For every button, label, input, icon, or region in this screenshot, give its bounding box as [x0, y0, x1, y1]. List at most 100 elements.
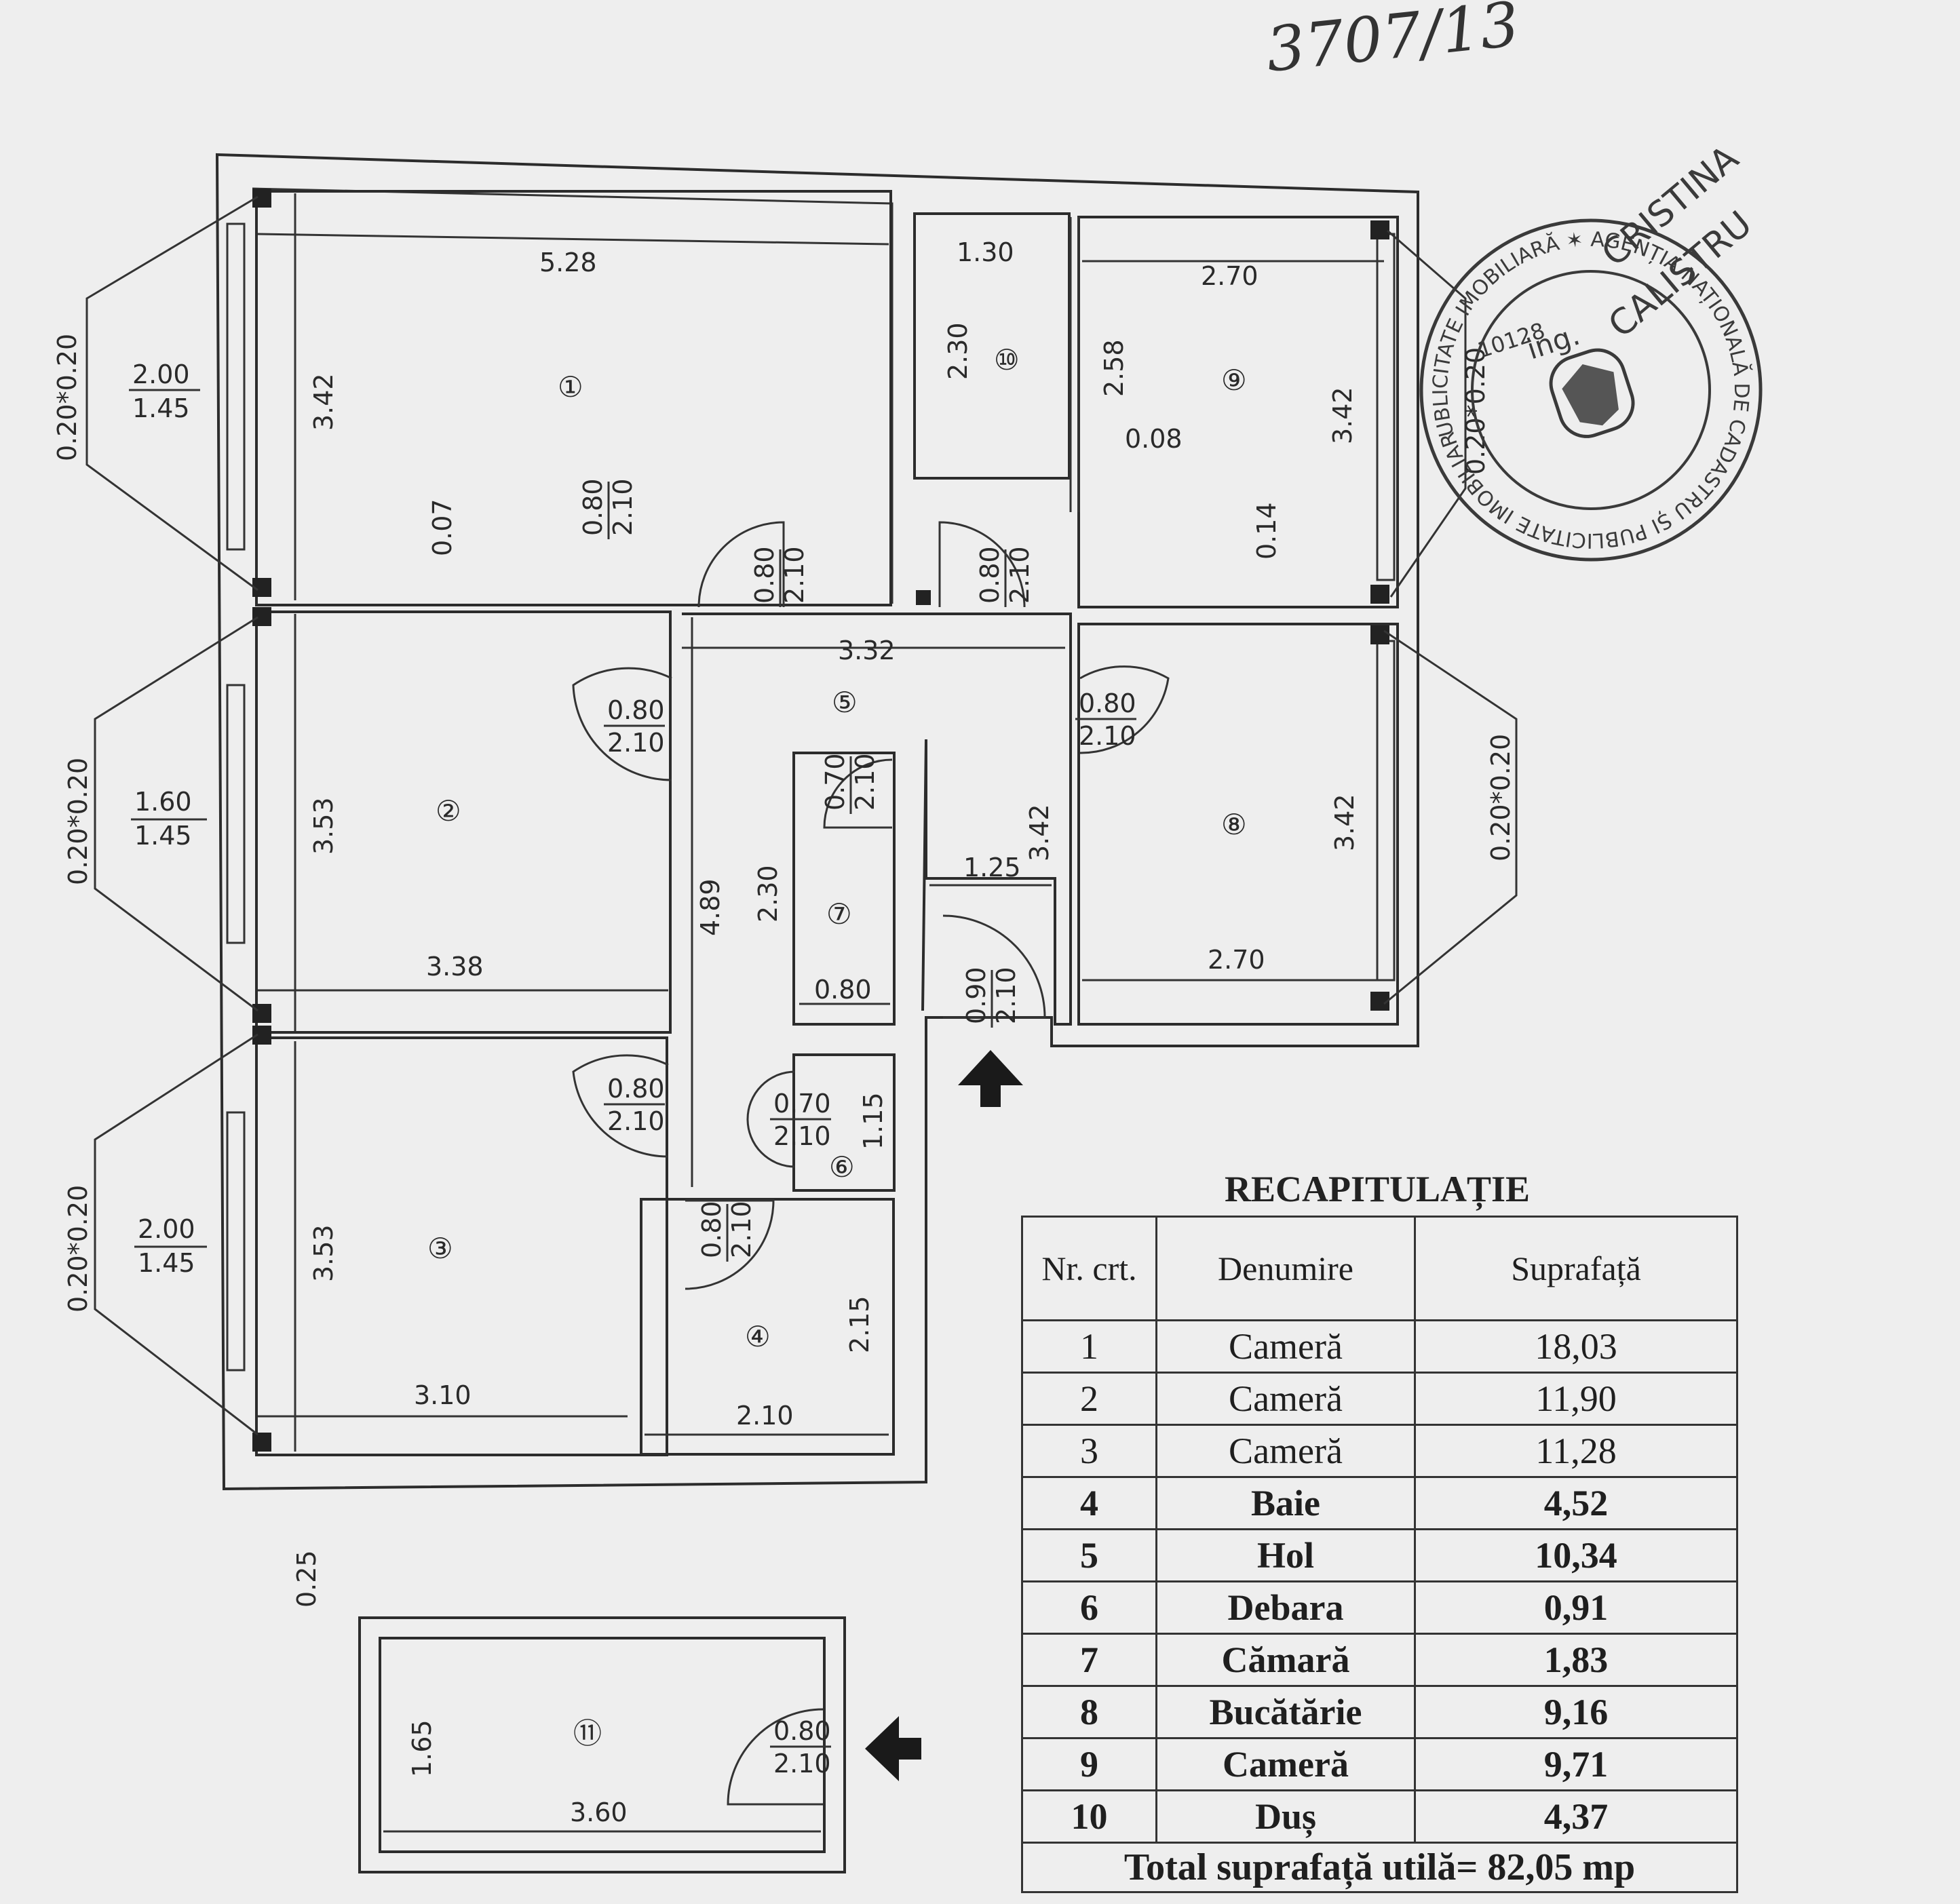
window-3-bottom: 1.45 — [138, 1248, 195, 1278]
row-name: Duș — [1155, 1789, 1416, 1844]
svg-text:2.10: 2.10 — [1005, 546, 1035, 604]
door-label-room-7: 0.70 2.10 — [820, 753, 880, 814]
row-nr: 6 — [1021, 1580, 1157, 1635]
stamp-coat-of-arms-icon — [1549, 348, 1635, 438]
svg-text:0.80: 0.80 — [607, 695, 665, 725]
dim-r1-width: 5.28 — [539, 248, 597, 277]
svg-text:2.10: 2.10 — [780, 546, 809, 604]
door-room-3-arc — [572, 1054, 669, 1158]
window-2-top: 1.60 — [134, 787, 192, 817]
row-nr: 9 — [1021, 1737, 1157, 1791]
door-label-room-8: 0.80 2.10 — [1075, 688, 1136, 751]
dim-r5-inner: 1.25 — [963, 853, 1021, 882]
table-row: 9 Cameră 9,71 — [1021, 1737, 1738, 1791]
pillar — [1370, 625, 1389, 644]
callout-window-1 — [85, 195, 258, 591]
row-nr: 10 — [1021, 1789, 1157, 1844]
door-label-room-1: 0.80 2.10 — [578, 478, 638, 539]
row-area: 18,03 — [1414, 1319, 1738, 1374]
dim-r2-height: 3.53 — [309, 797, 339, 855]
svg-text:0.80: 0.80 — [607, 1074, 665, 1104]
window-3-pillar: 0.20*0.20 — [63, 1185, 93, 1313]
stamp-eagle-icon — [1562, 364, 1619, 426]
room-number-5: ⑤ — [832, 686, 858, 719]
dim-r7-width: 0.80 — [814, 975, 872, 1005]
window-8-pillar: 0.20*0.20 — [1486, 734, 1516, 861]
row-name: Baie — [1155, 1476, 1416, 1530]
dim-r4-height: 2.15 — [845, 1296, 875, 1353]
table-row: 1 Cameră 18,03 — [1021, 1319, 1738, 1374]
dim-r3-width: 3.10 — [414, 1380, 472, 1410]
row-area: 11,90 — [1414, 1372, 1738, 1426]
row-nr: 3 — [1021, 1424, 1157, 1478]
dim-r1-wall: 0.07 — [427, 499, 457, 556]
room-number-3: ③ — [427, 1232, 453, 1265]
svg-text:0.70: 0.70 — [773, 1089, 831, 1119]
pillar — [252, 607, 271, 626]
svg-text:2.10: 2.10 — [773, 1749, 831, 1779]
table-row: 4 Baie 4,52 — [1021, 1476, 1738, 1530]
row-name: Cameră — [1155, 1372, 1416, 1426]
door-label-hall-top-right: 0.80 2.10 — [975, 546, 1035, 607]
callout-window-3 — [94, 1033, 258, 1436]
window-room-9 — [1376, 233, 1396, 581]
recap-header-row: Nr. crt. Denumire Suprafață — [1021, 1216, 1738, 1321]
door-room-7-arc — [823, 758, 893, 829]
row-nr: 1 — [1021, 1319, 1157, 1374]
row-nr: 7 — [1021, 1633, 1157, 1687]
room-7-outline — [792, 752, 896, 1026]
room-number-1: ① — [558, 370, 583, 404]
row-name: Cămară — [1155, 1633, 1416, 1687]
room-number-4: ④ — [745, 1320, 771, 1353]
svg-text:0.90: 0.90 — [961, 967, 991, 1024]
door-label-entrance: 0.90 2.10 — [961, 967, 1021, 1028]
row-name: Debara — [1155, 1580, 1416, 1635]
svg-text:2.10: 2.10 — [607, 728, 665, 758]
room-11-inner — [379, 1637, 826, 1853]
svg-text:2.10: 2.10 — [1079, 721, 1136, 751]
room-number-9: ⑨ — [1221, 364, 1247, 397]
dim-r9-height: 2.58 — [1099, 339, 1129, 397]
dim-r11-width: 3.60 — [570, 1798, 628, 1827]
stamp-outer-ring — [1419, 218, 1763, 562]
svg-text:2.10: 2.10 — [608, 478, 638, 536]
dim-r5-right: 3.42 — [1024, 804, 1054, 861]
door-room-8-arc — [1079, 665, 1170, 754]
svg-text:2.10: 2.10 — [773, 1121, 831, 1151]
callout-window-9 — [1387, 229, 1467, 598]
door-room-1-arc — [697, 521, 785, 608]
room-number-6: ⑥ — [829, 1150, 855, 1184]
row-name: Bucătărie — [1155, 1685, 1416, 1739]
row-area: 0,91 — [1414, 1580, 1738, 1635]
svg-text:0.80: 0.80 — [975, 546, 1005, 604]
header-name: Denumire — [1155, 1216, 1416, 1321]
door-room-2-arc — [572, 667, 672, 781]
dim-r4-width: 2.10 — [736, 1401, 794, 1431]
room-11-outer — [358, 1616, 846, 1873]
dim-r9-wall: 0.14 — [1252, 502, 1282, 560]
room-number-11: ⑪ — [573, 1717, 602, 1750]
dim-r11-height: 1.65 — [407, 1720, 437, 1777]
room-4-outline — [640, 1198, 895, 1456]
total-area: Total suprafață utilă= 82,05 mp — [1021, 1842, 1738, 1893]
dim-r5-height: 4.89 — [695, 878, 725, 936]
entrance-arrow-icon — [958, 1050, 1023, 1107]
dim-r8-height: 3.42 — [1330, 794, 1360, 851]
dim-r9-width: 2.70 — [1201, 261, 1258, 291]
door-room-4-arc — [685, 1199, 775, 1290]
table-row: 5 Hol 10,34 — [1021, 1528, 1738, 1582]
table-row: 2 Cameră 11,90 — [1021, 1372, 1738, 1426]
stamp-inner-ring — [1471, 270, 1711, 510]
dim-r1-height: 3.42 — [309, 373, 339, 431]
dim-line-r1-width — [257, 233, 889, 246]
svg-text:2.10: 2.10 — [991, 967, 1021, 1024]
svg-text:0.80: 0.80 — [1079, 688, 1136, 718]
table-row: 8 Bucătărie 9,16 — [1021, 1685, 1738, 1739]
door-label-room-3: 0.80 2.10 — [604, 1074, 665, 1136]
row-area: 4,52 — [1414, 1476, 1738, 1530]
room-1-outline — [255, 190, 892, 606]
dim-r10-height: 2.30 — [943, 322, 973, 380]
window-room-3 — [226, 1111, 246, 1372]
door-label-hall-top-left: 0.80 2.10 — [750, 546, 809, 607]
